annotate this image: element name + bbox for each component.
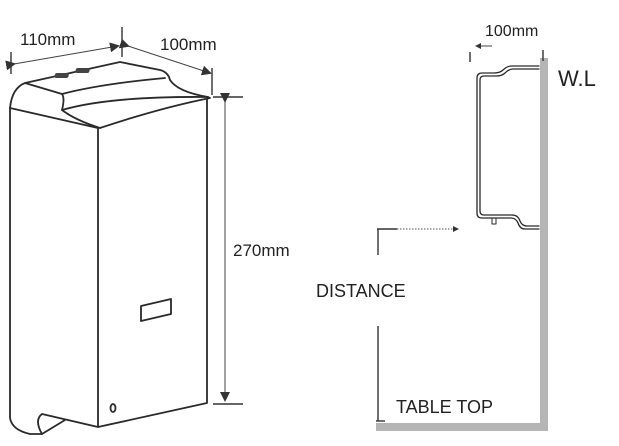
- dispenser-top: [9, 61, 211, 129]
- wall-side-view: [376, 58, 548, 431]
- wall: [540, 58, 548, 430]
- keyhole-icon: [109, 403, 117, 413]
- level-window: [140, 298, 172, 322]
- distance-label: DISTANCE: [316, 281, 406, 301]
- wall-line-label: W.L: [558, 66, 596, 91]
- table-top-label: TABLE TOP: [396, 397, 493, 417]
- depth-label: 100mm: [160, 35, 217, 54]
- height-label: 270mm: [233, 241, 290, 260]
- table-top: [376, 423, 548, 431]
- button-icon: [54, 73, 69, 78]
- width-label: 110mm: [20, 30, 75, 49]
- dispenser-3d-view: [9, 61, 211, 435]
- dispenser-profile: [476, 65, 540, 230]
- dispenser-front: [97, 97, 208, 428]
- dimension-side-depth: 100mm: [469, 23, 544, 62]
- side-depth-label: 100mm: [485, 23, 538, 40]
- button-icon: [75, 68, 90, 73]
- dispenser-side: [9, 107, 43, 435]
- dimension-distance: DISTANCE TABLE TOP: [316, 226, 493, 422]
- dimension-width: 110mm: [5, 27, 123, 74]
- dimension-height: 270mm: [213, 93, 290, 405]
- dimension-depth: 100mm: [118, 35, 217, 95]
